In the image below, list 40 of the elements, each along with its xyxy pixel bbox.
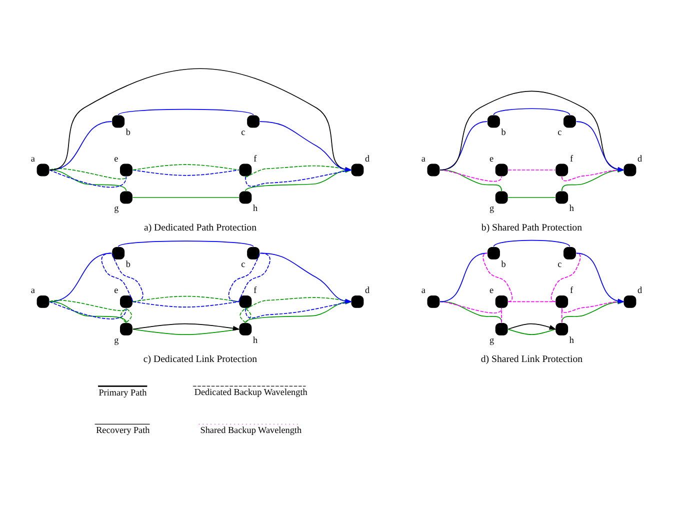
node-label: g — [114, 203, 119, 214]
node-label: c — [241, 127, 246, 138]
node-label: a — [30, 153, 35, 164]
label: d) Shared Link Protection — [480, 354, 583, 365]
node-label: a — [421, 153, 426, 164]
node-label: d — [364, 153, 370, 164]
node-label: c — [558, 127, 562, 138]
node-label: b — [501, 127, 506, 138]
node-label: e — [489, 284, 494, 295]
node-label: e — [114, 153, 118, 164]
node-label: d — [638, 153, 642, 164]
node-label: g — [489, 334, 494, 345]
node-label: e — [114, 284, 118, 295]
node-label: e — [489, 153, 494, 164]
node-label: b — [126, 258, 130, 269]
label: c) Dedicated Link Protection — [143, 354, 258, 365]
node-label: a — [421, 284, 426, 295]
label: a) Dedicated Path Protection — [144, 222, 257, 234]
node-label: h — [252, 334, 258, 345]
node-label: h — [569, 334, 574, 345]
legend-label: Shared Backup Wavelength — [200, 424, 302, 435]
node-label: c — [558, 258, 562, 269]
node-label: h — [252, 203, 258, 214]
node-label: b — [126, 127, 130, 138]
node-label: h — [569, 203, 574, 214]
node-label: d — [364, 284, 370, 295]
node-label: b — [501, 258, 506, 269]
legend-label: Dedicated Backup Wavelength — [194, 386, 308, 397]
node-label: c — [241, 258, 246, 269]
label: b) Shared Path Protection — [481, 222, 582, 234]
node-label: g — [489, 203, 494, 214]
node-label: f — [254, 284, 257, 295]
node-label: f — [570, 153, 574, 164]
node-label: a — [30, 284, 35, 295]
legend-label: Primary Path — [98, 387, 147, 398]
node-label: f — [570, 284, 574, 295]
node-label: d — [638, 284, 642, 295]
legend-label: Recovery Path — [96, 424, 150, 435]
node-label: g — [114, 334, 119, 345]
node-label: f — [254, 153, 257, 164]
